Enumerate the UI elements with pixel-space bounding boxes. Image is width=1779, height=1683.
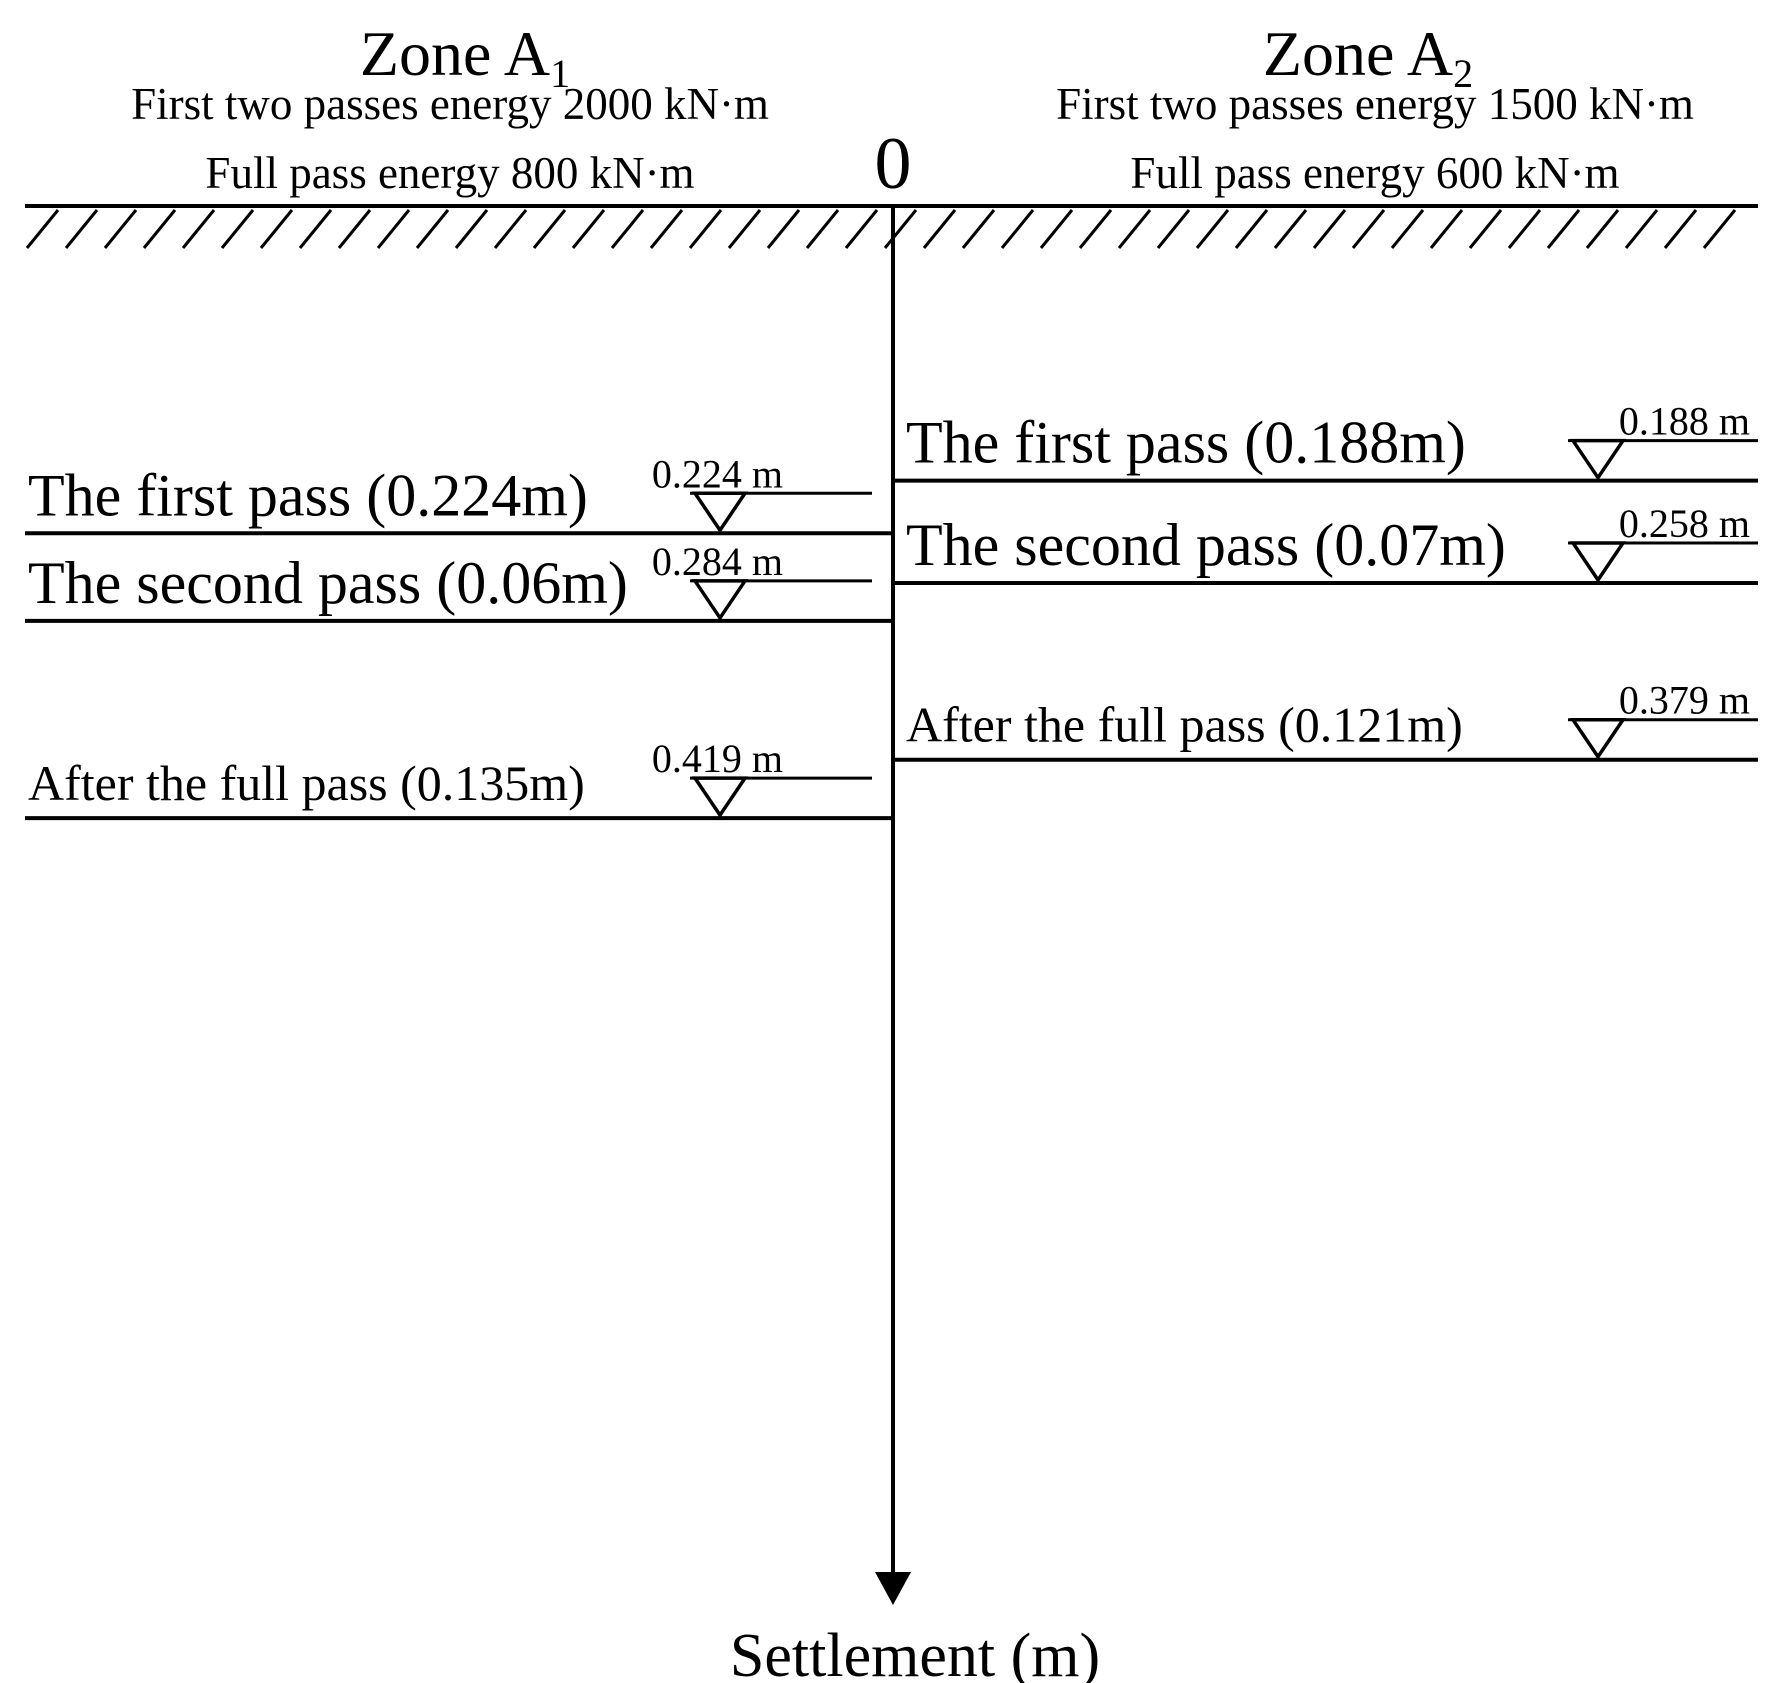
hatch-stroke — [376, 209, 411, 249]
axis-title: Settlement (m) — [730, 1622, 1100, 1683]
hatch-stroke — [1624, 209, 1659, 249]
zone-a2-title: Zone A2 — [1263, 18, 1473, 96]
level-marker-triangle-icon — [1569, 717, 1627, 760]
levels-left: The first pass (0.224m) 0.224 m The second… — [25, 451, 893, 821]
hatch-stroke — [1468, 209, 1503, 249]
hatch-stroke — [298, 209, 333, 249]
origin-label: 0 — [875, 123, 912, 205]
hatch-stroke — [727, 209, 762, 249]
hatch-stroke — [25, 209, 60, 249]
hatch-stroke — [1312, 209, 1347, 249]
hatch-stroke — [1156, 209, 1191, 249]
zone-a2-line2: Full pass energy 600 kN·m — [1130, 148, 1619, 198]
right-level-1: The first pass (0.188m) 0.188 m — [893, 399, 1758, 483]
level-label: The first pass (0.188m) — [906, 410, 1466, 476]
left-level-3: After the full pass (0.135m) 0.419 m — [25, 736, 893, 821]
zone-a1-title: Zone A1 — [360, 18, 570, 96]
level-value: 0.188 m — [1619, 399, 1750, 444]
hatch-stroke — [64, 209, 99, 249]
hatch-stroke — [1663, 209, 1698, 249]
right-level-2: The second pass (0.07m) 0.258 m — [893, 501, 1758, 585]
hatch-stroke — [922, 209, 957, 249]
hatch-stroke — [1351, 209, 1386, 249]
ground-hatching — [25, 209, 1737, 249]
zone-a2-subscript: 2 — [1453, 51, 1473, 96]
level-value: 0.419 m — [652, 736, 783, 781]
hatch-stroke — [1390, 209, 1425, 249]
hatch-stroke — [844, 209, 879, 249]
hatch-stroke — [1078, 209, 1113, 249]
hatch-stroke — [610, 209, 645, 249]
hatch-stroke — [883, 209, 918, 249]
hatch-stroke — [142, 209, 177, 249]
level-marker-triangle-icon — [1569, 438, 1627, 481]
hatch-stroke — [415, 209, 450, 249]
level-label: The second pass (0.07m) — [906, 512, 1506, 578]
hatch-stroke — [493, 209, 528, 249]
level-value: 0.224 m — [652, 451, 783, 496]
right-level-3: After the full pass (0.121m) 0.379 m — [893, 678, 1758, 762]
hatch-stroke — [1507, 209, 1542, 249]
hatch-stroke — [1273, 209, 1308, 249]
zone-a1-subscript: 1 — [550, 51, 570, 96]
level-marker-triangle-icon — [1569, 541, 1627, 584]
hatch-stroke — [220, 209, 255, 249]
hatch-stroke — [805, 209, 840, 249]
level-marker-triangle-icon — [691, 776, 749, 819]
hatch-stroke — [961, 209, 996, 249]
axis-arrow-head — [875, 1572, 911, 1605]
hatch-stroke — [1117, 209, 1152, 249]
level-label: The second pass (0.06m) — [28, 550, 628, 616]
levels-right: The first pass (0.188m) 0.188 m The second… — [893, 399, 1758, 762]
hatch-stroke — [649, 209, 684, 249]
zone-a2-line1: First two passes energy 1500 kN·m — [1056, 79, 1694, 129]
hatch-stroke — [1000, 209, 1035, 249]
hatch-stroke — [1429, 209, 1464, 249]
zone-a1-line1: First two passes energy 2000 kN·m — [131, 79, 769, 129]
hatch-stroke — [1585, 209, 1620, 249]
hatch-stroke — [181, 209, 216, 249]
level-label: The first pass (0.224m) — [28, 462, 588, 528]
hatch-stroke — [1195, 209, 1230, 249]
left-level-2: The second pass (0.06m) 0.284 m — [25, 539, 893, 623]
hatch-stroke — [337, 209, 372, 249]
hatch-stroke — [1039, 209, 1074, 249]
hatch-stroke — [571, 209, 606, 249]
hatch-stroke — [766, 209, 801, 249]
hatch-stroke — [259, 209, 294, 249]
hatch-stroke — [1234, 209, 1269, 249]
level-marker-triangle-icon — [691, 491, 749, 534]
zone-a1-line2: Full pass energy 800 kN·m — [205, 148, 694, 198]
hatch-stroke — [454, 209, 489, 249]
left-level-1: The first pass (0.224m) 0.224 m — [25, 451, 893, 536]
hatch-stroke — [688, 209, 723, 249]
hatch-stroke — [103, 209, 138, 249]
level-label: After the full pass (0.135m) — [28, 755, 585, 811]
level-value: 0.379 m — [1619, 678, 1750, 723]
level-marker-triangle-icon — [691, 579, 749, 622]
hatch-stroke — [1546, 209, 1581, 249]
hatch-stroke — [532, 209, 567, 249]
level-value: 0.284 m — [652, 539, 783, 584]
level-label: After the full pass (0.121m) — [906, 697, 1463, 753]
hatch-stroke — [1702, 209, 1737, 249]
level-value: 0.258 m — [1619, 501, 1750, 546]
